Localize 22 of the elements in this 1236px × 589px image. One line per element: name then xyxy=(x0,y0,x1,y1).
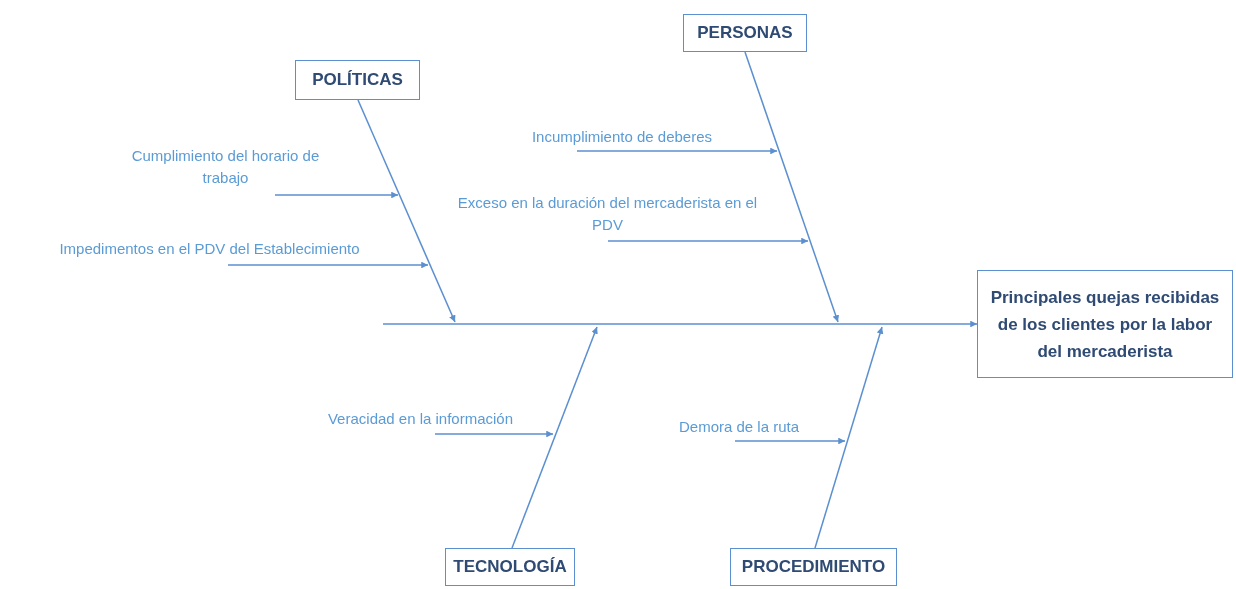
arrow xyxy=(734,437,846,445)
bone-arrow xyxy=(744,51,839,323)
cause-text: Incumplimiento de deberes xyxy=(508,126,736,151)
category-box: PERSONAS xyxy=(683,14,807,52)
spine-arrow xyxy=(382,320,978,328)
arrow xyxy=(607,237,809,245)
bone-arrow xyxy=(357,99,456,323)
arrow xyxy=(434,430,554,438)
effect-box: Principales quejas recibidas de los clientes por la labor del mercaderista xyxy=(977,270,1233,378)
cause-text: Cumplimiento del horario de trabajo xyxy=(108,145,343,195)
cause-text: Exceso en la duración del mercaderista en el PDV xyxy=(455,192,760,241)
arrow xyxy=(576,147,778,155)
bone-arrow xyxy=(814,326,884,549)
arrow xyxy=(227,261,429,269)
bone-arrow xyxy=(511,326,598,549)
category-box: POLÍTICAS xyxy=(295,60,420,100)
cause-text: Veracidad en la información xyxy=(308,408,533,434)
category-box: TECNOLOGÍA xyxy=(445,548,575,586)
category-box: PROCEDIMIENTO xyxy=(730,548,897,586)
cause-text: Impedimentos en el PDV del Establecimiento xyxy=(12,238,407,265)
cause-text: Demora de la ruta xyxy=(665,416,813,441)
arrow xyxy=(274,191,399,199)
